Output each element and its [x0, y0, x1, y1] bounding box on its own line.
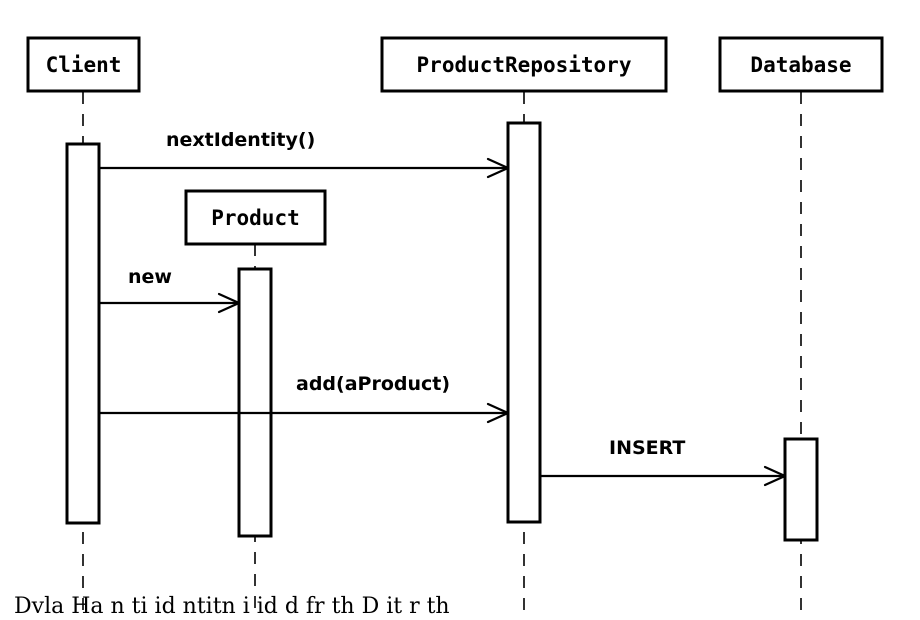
participant-product: Product [184, 189, 327, 246]
activation-client [65, 142, 101, 525]
arrowhead-icon [486, 157, 510, 179]
activation-database [783, 437, 819, 542]
arrowhead-icon [217, 292, 241, 314]
message-insert-label: INSERT [609, 437, 685, 459]
participant-client: Client [26, 36, 141, 93]
message-add: add(aProduct) [99, 373, 510, 424]
arrowhead-icon [763, 465, 787, 487]
participant-database: Database [718, 36, 884, 93]
message-new-label: new [128, 266, 172, 288]
participant-product-label: Product [211, 206, 300, 230]
message-insert: INSERT [540, 437, 787, 487]
participant-client-label: Client [46, 53, 122, 77]
participant-product-repository: ProductRepository [380, 36, 668, 93]
participant-product-repository-label: ProductRepository [417, 53, 632, 77]
message-next-identity: nextIdentity() [99, 129, 510, 179]
message-add-label: add(aProduct) [296, 373, 450, 395]
caption-text-fragment: Dvla Ha n ti id ntitn i id d fr th D it … [14, 594, 450, 619]
message-new: new [99, 266, 241, 314]
message-next-identity-label: nextIdentity() [166, 129, 315, 151]
activation-product [237, 267, 273, 538]
participant-database-label: Database [750, 53, 851, 77]
arrowhead-icon [486, 402, 510, 424]
activation-product-repository [506, 121, 542, 524]
